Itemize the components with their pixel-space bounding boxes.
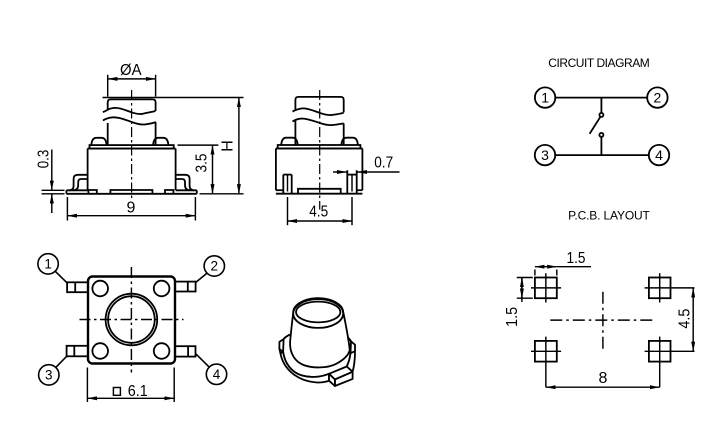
svg-text:4.5: 4.5 [677,309,694,329]
svg-text:0.3: 0.3 [36,150,53,169]
svg-text:1: 1 [541,90,549,106]
svg-text:3: 3 [541,147,549,163]
svg-text:8: 8 [598,370,607,387]
svg-text:2: 2 [211,259,219,274]
svg-text:4.5: 4.5 [309,204,328,221]
svg-text:0.7: 0.7 [374,154,393,171]
svg-text:CIRCUIT DIAGRAM: CIRCUIT DIAGRAM [548,56,649,70]
svg-text:2: 2 [654,90,662,106]
svg-text:3.5: 3.5 [194,153,211,172]
svg-text:1.5: 1.5 [567,250,586,267]
svg-text:3: 3 [45,368,53,383]
svg-text:6.1: 6.1 [128,383,148,400]
svg-text:4: 4 [213,367,221,382]
svg-text:ØA: ØA [120,62,142,79]
svg-text:1: 1 [44,257,52,272]
svg-text:9: 9 [127,200,136,217]
svg-text:1.5: 1.5 [504,307,521,327]
svg-text:P.C.B. LAYOUT: P.C.B. LAYOUT [568,209,650,223]
svg-text:H: H [219,140,236,152]
svg-text:4: 4 [655,147,663,163]
